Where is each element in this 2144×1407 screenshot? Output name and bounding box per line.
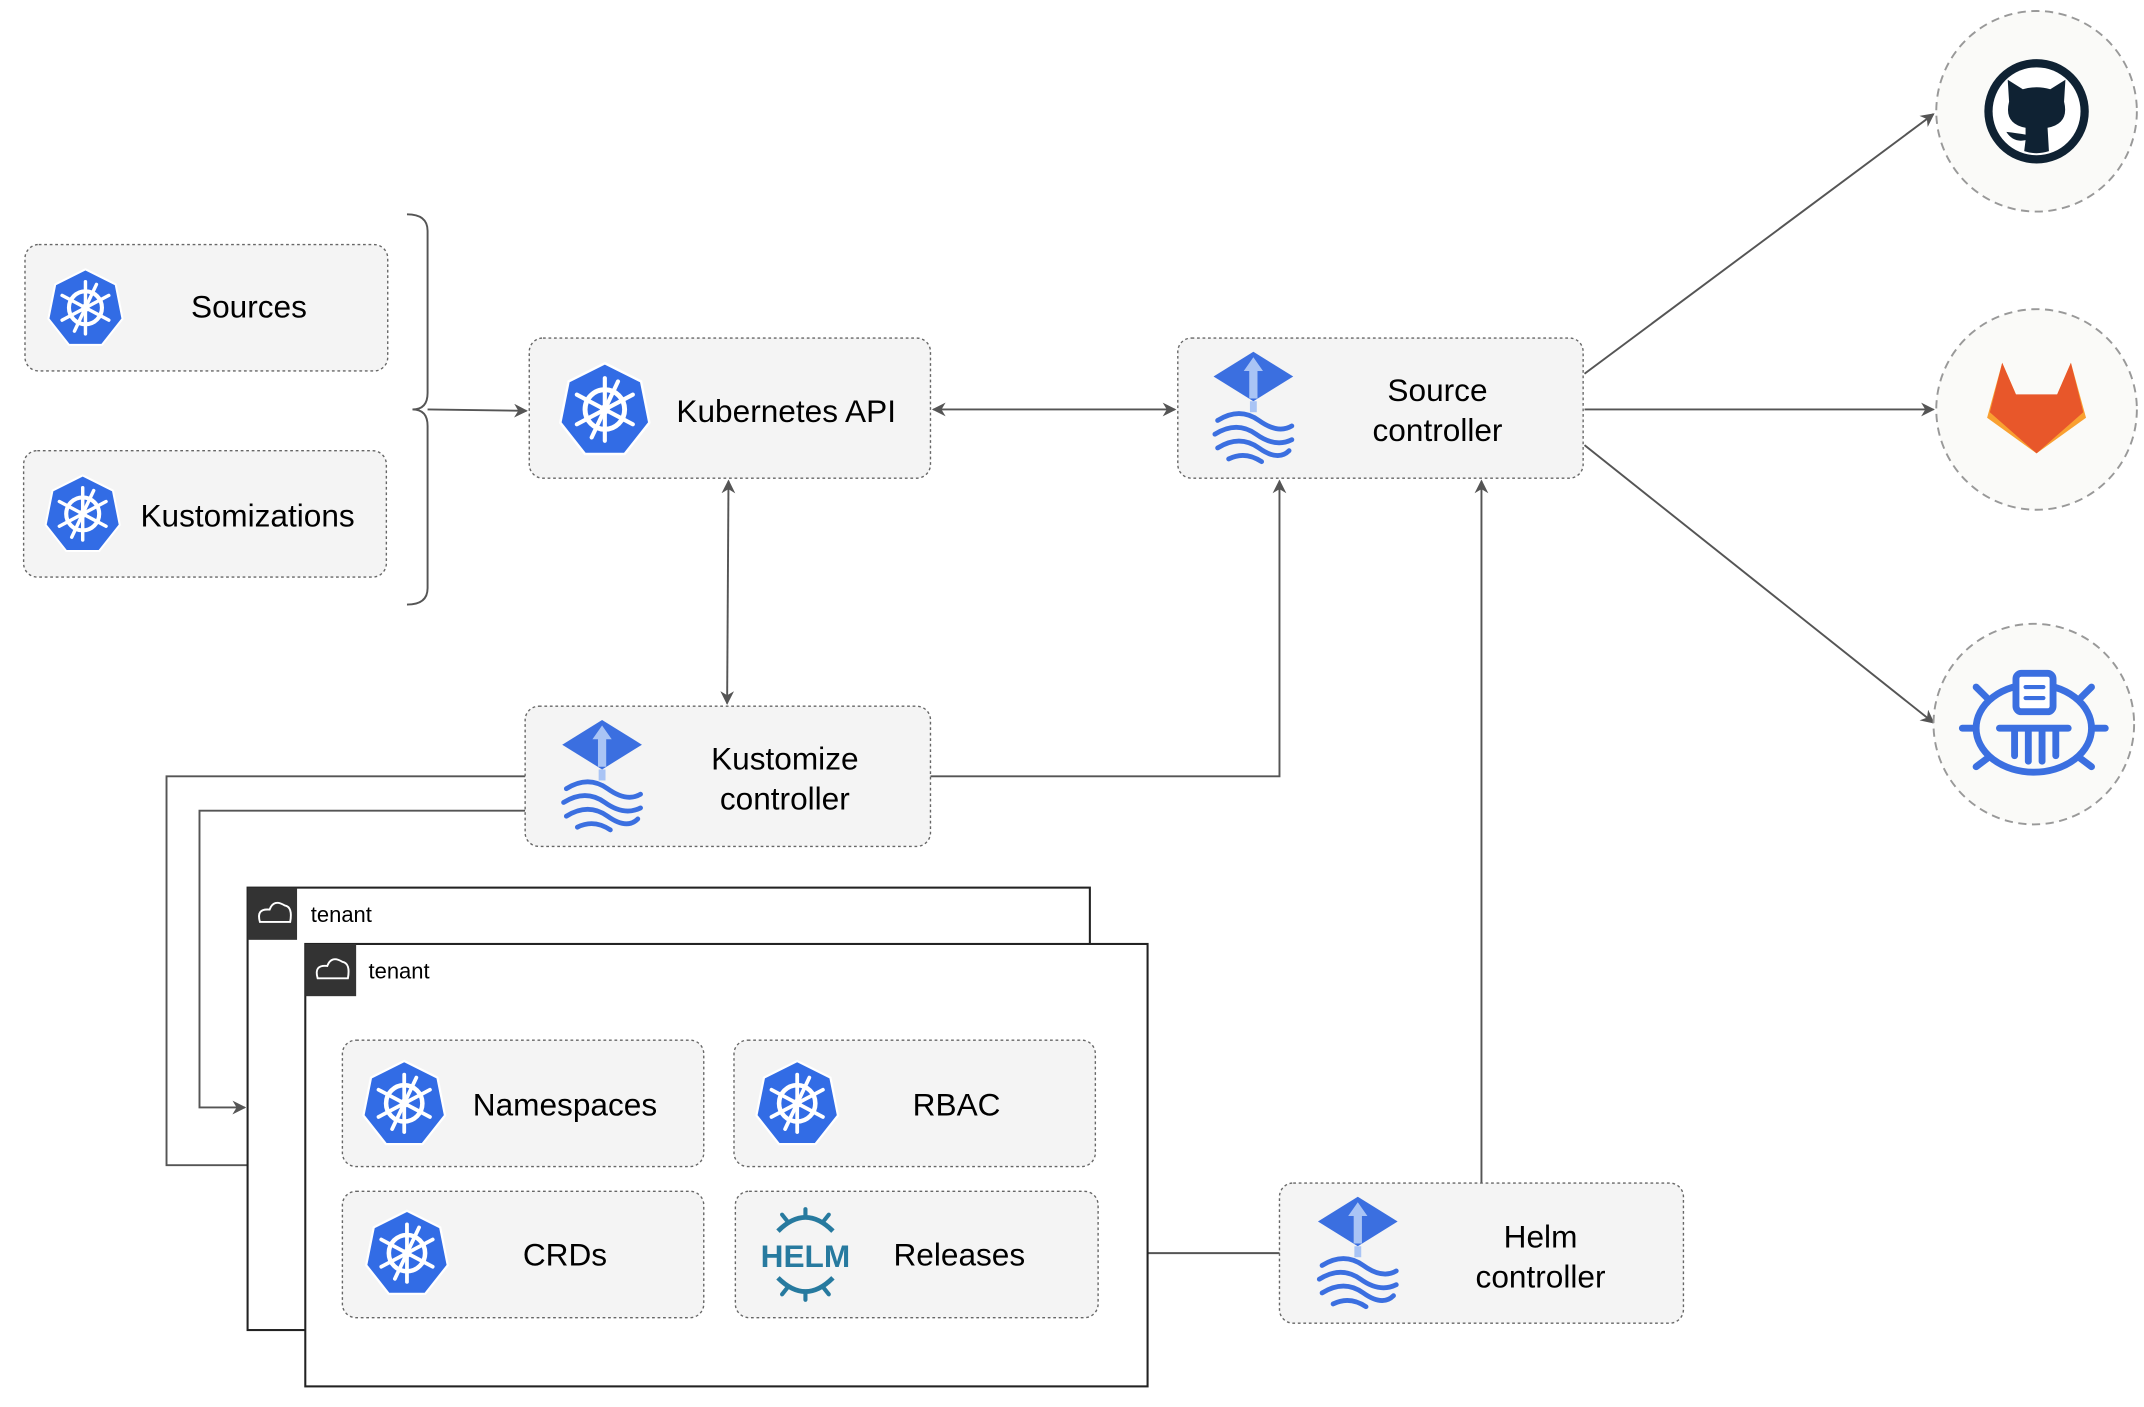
node-releases[interactable]: HELM Releases [734, 1190, 1099, 1319]
node-label: controller [1476, 1258, 1606, 1294]
node-kustomizations[interactable]: Kustomizations [22, 449, 388, 578]
edge-api-kustomize-controller [720, 479, 736, 705]
node-source-controller[interactable]: Source controller [1177, 337, 1584, 479]
edge-kustomize-to-tenant-back [198, 809, 526, 1115]
node-label: RBAC [913, 1087, 1001, 1123]
node-label: Kubernetes API [676, 393, 896, 429]
external-bucket[interactable] [1932, 622, 2136, 826]
helm-icon: HELM [761, 1207, 851, 1302]
external-gitlab[interactable] [1935, 308, 2138, 511]
tenant-label: tenant [369, 958, 430, 983]
bucket-icon [1958, 669, 2109, 776]
edge-source-to-github [1583, 113, 1935, 375]
edge-crds-to-api [427, 403, 528, 418]
edge-kustomize-to-tenant-front [165, 775, 526, 1173]
node-label: Helm [1504, 1219, 1578, 1255]
node-label: Kustomize [711, 740, 858, 776]
edge-source-to-bucket [1583, 444, 1935, 724]
cloud-icon [315, 958, 350, 980]
node-label: Kustomizations [140, 497, 354, 533]
node-label: controller [720, 780, 850, 816]
node-kubernetes-api[interactable]: Kubernetes API [528, 337, 932, 479]
node-rbac[interactable]: RBAC [733, 1039, 1097, 1168]
github-icon [1984, 59, 2089, 164]
node-helm-controller[interactable]: Helm controller [1278, 1182, 1685, 1324]
node-kustomize-controller[interactable]: Kustomize controller [524, 705, 932, 848]
brace [406, 213, 429, 606]
node-namespaces[interactable]: Namespaces [341, 1039, 705, 1168]
cloud-icon [258, 901, 292, 923]
node-crds[interactable]: CRDs [341, 1190, 705, 1319]
node-label: Source [1387, 372, 1487, 408]
edge-kustomize-to-source [930, 479, 1287, 778]
external-github[interactable] [1935, 10, 2138, 213]
tenant-label: tenant [311, 902, 372, 927]
node-label: controller [1373, 412, 1503, 448]
node-label: Sources [191, 288, 307, 324]
node-sources[interactable]: Sources [24, 243, 389, 372]
svg-text:HELM: HELM [761, 1238, 851, 1274]
node-label: CRDs [523, 1236, 607, 1272]
node-label: Namespaces [473, 1087, 657, 1123]
node-label: Releases [893, 1236, 1025, 1272]
tenant-header-badge [247, 887, 298, 940]
gitlab-icon [1987, 362, 2087, 454]
